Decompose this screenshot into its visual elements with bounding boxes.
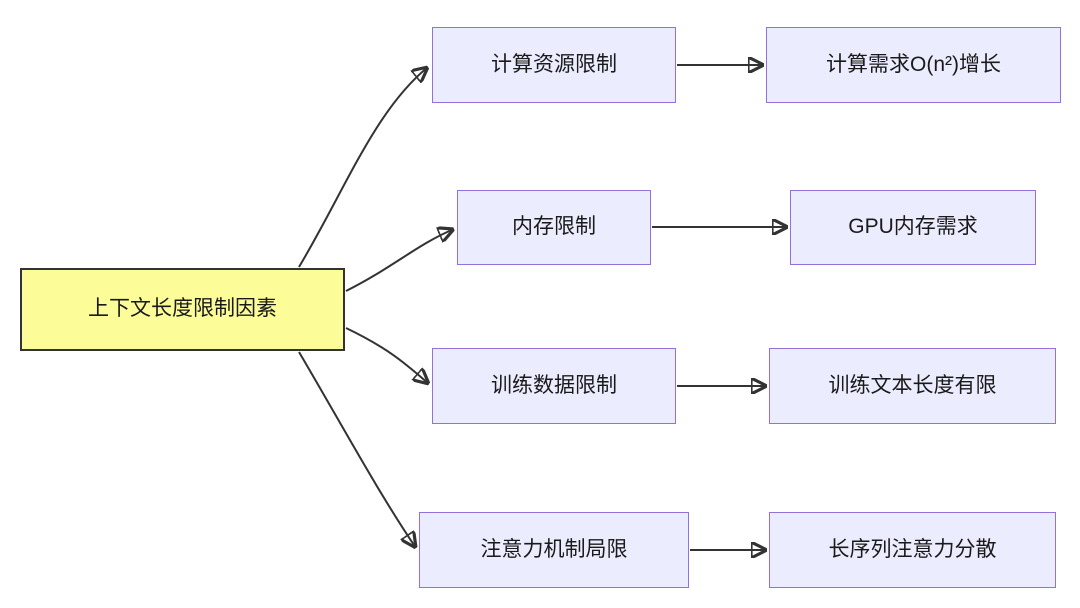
node-training-text-length: 训练文本长度有限 xyxy=(769,348,1056,424)
node-training-data-limit: 训练数据限制 xyxy=(432,348,676,424)
node-training-text-length-label: 训练文本长度有限 xyxy=(828,373,997,397)
edge-root-to-memory xyxy=(345,229,454,292)
node-root-label: 上下文长度限制因素 xyxy=(88,297,277,321)
node-gpu-memory-label: GPU内存需求 xyxy=(848,215,978,239)
node-attention-limitation: 注意力机制局限 xyxy=(419,512,689,588)
node-compute-limit-label: 计算资源限制 xyxy=(491,52,617,76)
node-attention-limitation-label: 注意力机制局限 xyxy=(480,537,628,561)
node-gpu-memory: GPU内存需求 xyxy=(790,190,1036,265)
node-root: 上下文长度限制因素 xyxy=(20,268,345,351)
node-compute-growth-label: 计算需求O(n²)增长 xyxy=(826,52,1001,76)
edge-root-to-training xyxy=(345,327,429,384)
edge-root-to-compute xyxy=(298,67,428,268)
node-compute-growth: 计算需求O(n²)增长 xyxy=(766,27,1061,103)
edge-root-to-attention xyxy=(298,351,416,548)
node-compute-limit: 计算资源限制 xyxy=(432,27,676,103)
node-attention-dispersion-label: 长序列注意力分散 xyxy=(828,537,997,561)
node-memory-limit-label: 内存限制 xyxy=(512,215,596,239)
node-training-data-limit-label: 训练数据限制 xyxy=(491,373,617,397)
node-memory-limit: 内存限制 xyxy=(457,190,651,265)
node-attention-dispersion: 长序列注意力分散 xyxy=(769,512,1056,588)
